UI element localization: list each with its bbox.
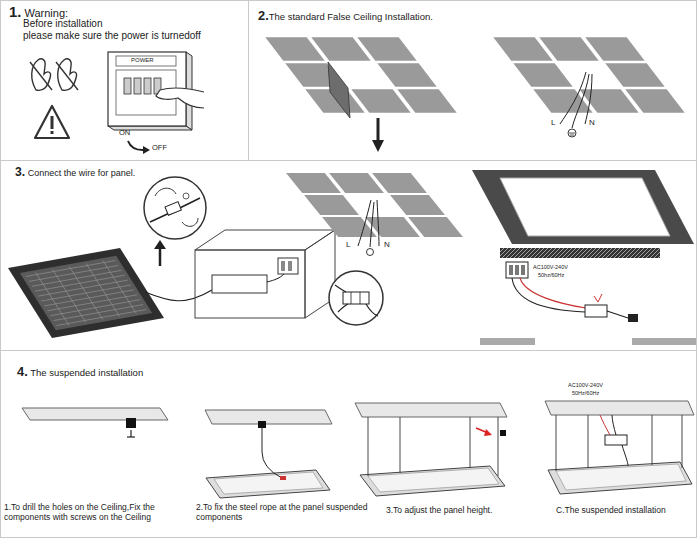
panel-in-ceiling	[472, 170, 697, 345]
ceiling-grid	[286, 173, 463, 255]
section-panel: 4. The suspended installation	[0, 350, 697, 538]
section-panel: 3. Connect the wire for panel.	[0, 160, 697, 351]
no-touch-icon	[30, 59, 78, 91]
section-panel: 2.The standard False Ceiling Installatio…	[248, 0, 697, 161]
wire-label: N	[384, 240, 390, 249]
voltage-label: AC100V-240V	[533, 264, 568, 270]
frequency-label: 50hz/60Hz	[538, 272, 564, 278]
step-adjust	[355, 403, 507, 496]
wire-label: L	[346, 240, 350, 249]
connector-magnifier	[144, 177, 206, 239]
switch-state: OFF	[152, 144, 167, 153]
step-caption: 1.To drill the holes on the Ceiling,Fix …	[4, 503, 194, 523]
section-heading: 4. The suspended installation	[17, 365, 143, 380]
driver-box	[195, 230, 335, 318]
voltage-label: AC100V-240V	[568, 382, 603, 388]
switch-label: POWER	[131, 57, 154, 64]
switch-state: ON	[119, 129, 130, 138]
step-caption: 2.To fix the steel rope at the panel sus…	[196, 503, 368, 523]
wire-label: N	[589, 118, 595, 127]
section-heading: 2.The standard False Ceiling Installatio…	[258, 9, 433, 24]
section-panel: 1. Warning:Before installationplease mak…	[0, 0, 249, 161]
connector-magnifier	[329, 271, 383, 325]
section-heading: 3. Connect the wire for panel.	[15, 166, 135, 180]
frequency-label: 50Hz/60Hz	[572, 390, 599, 396]
step-rope	[205, 410, 332, 498]
ceiling-grid	[493, 37, 684, 137]
warning-triangle	[35, 106, 69, 138]
ceiling-grid	[265, 37, 456, 152]
led-panel	[8, 240, 212, 338]
warning-text: please make sure the power is turnedoff	[23, 30, 201, 42]
warning-text: Before installation	[23, 18, 103, 30]
step-drill	[22, 408, 168, 437]
step-caption: C.The suspended installation	[556, 506, 666, 516]
wire-label: L	[551, 118, 555, 127]
step-caption: 3.To adjust the panel height.	[386, 506, 492, 516]
step-final	[545, 401, 694, 494]
breaker-box	[108, 52, 204, 154]
